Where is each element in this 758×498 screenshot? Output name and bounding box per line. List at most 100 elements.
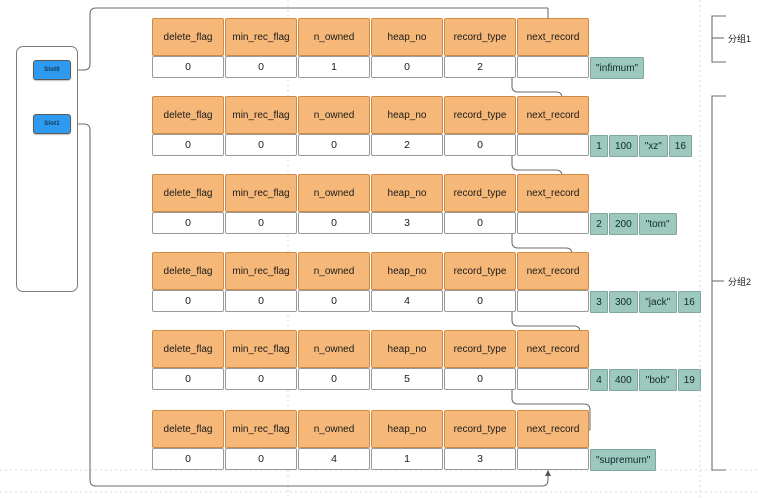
column-header-record-type: record_type: [444, 174, 516, 212]
value-record-type: 3: [444, 448, 516, 470]
value-next-record: [517, 290, 589, 312]
column-header-n-owned: n_owned: [298, 18, 370, 56]
column-header-next-record: next_record: [517, 174, 589, 212]
record-payload: "supremum": [590, 449, 657, 471]
slot-1[interactable]: Slot1: [33, 114, 71, 134]
record-payload: "infimum": [590, 57, 645, 79]
value-min-rec-flag: 0: [225, 56, 297, 78]
column-header-n-owned: n_owned: [298, 330, 370, 368]
value-heap-no: 2: [371, 134, 443, 156]
column-header-record-type: record_type: [444, 18, 516, 56]
column-header-heap-no: heap_no: [371, 96, 443, 134]
payload-cell: 2: [590, 213, 608, 235]
column-header-n-owned: n_owned: [298, 96, 370, 134]
value-min-rec-flag: 0: [225, 448, 297, 470]
value-record-type: 0: [444, 290, 516, 312]
value-min-rec-flag: 0: [225, 368, 297, 390]
value-delete-flag: 0: [152, 290, 224, 312]
group-label-2: 分组2: [728, 277, 752, 287]
column-header-next-record: next_record: [517, 330, 589, 368]
value-record-type: 0: [444, 134, 516, 156]
payload-cell: 1: [590, 135, 608, 157]
column-header-min-rec-flag: min_rec_flag: [225, 410, 297, 448]
column-header-heap-no: heap_no: [371, 18, 443, 56]
value-n-owned: 0: [298, 212, 370, 234]
value-delete-flag: 0: [152, 368, 224, 390]
payload-cell: "infimum": [590, 57, 645, 79]
column-header-heap-no: heap_no: [371, 330, 443, 368]
column-header-n-owned: n_owned: [298, 174, 370, 212]
value-heap-no: 1: [371, 448, 443, 470]
value-next-record: [517, 448, 589, 470]
payload-cell: 100: [609, 135, 638, 157]
value-next-record: [517, 134, 589, 156]
column-header-min-rec-flag: min_rec_flag: [225, 174, 297, 212]
column-header-record-type: record_type: [444, 330, 516, 368]
payload-cell: "xz": [638, 135, 668, 157]
column-header-heap-no: heap_no: [371, 174, 443, 212]
payload-cell: 16: [677, 291, 701, 313]
value-record-type: 0: [444, 212, 516, 234]
column-header-delete-flag: delete_flag: [152, 252, 224, 290]
slot-0[interactable]: Slot0: [33, 60, 71, 80]
value-heap-no: 5: [371, 368, 443, 390]
column-header-min-rec-flag: min_rec_flag: [225, 330, 297, 368]
value-next-record: [517, 368, 589, 390]
value-record-type: 0: [444, 368, 516, 390]
column-header-record-type: record_type: [444, 252, 516, 290]
column-header-record-type: record_type: [444, 96, 516, 134]
payload-cell: 400: [609, 369, 638, 391]
column-header-min-rec-flag: min_rec_flag: [225, 18, 297, 56]
value-delete-flag: 0: [152, 448, 224, 470]
column-header-next-record: next_record: [517, 96, 589, 134]
payload-cell: 19: [677, 369, 701, 391]
column-header-heap-no: heap_no: [371, 410, 443, 448]
value-heap-no: 3: [371, 212, 443, 234]
group-label-1: 分组1: [728, 34, 752, 44]
value-next-record: [517, 56, 589, 78]
column-header-min-rec-flag: min_rec_flag: [225, 252, 297, 290]
column-header-delete-flag: delete_flag: [152, 96, 224, 134]
value-heap-no: 4: [371, 290, 443, 312]
value-n-owned: 4: [298, 448, 370, 470]
column-header-next-record: next_record: [517, 410, 589, 448]
column-header-next-record: next_record: [517, 252, 589, 290]
payload-cell: 200: [609, 213, 638, 235]
payload-cell: 300: [609, 291, 638, 313]
column-header-delete-flag: delete_flag: [152, 18, 224, 56]
value-delete-flag: 0: [152, 212, 224, 234]
column-header-n-owned: n_owned: [298, 252, 370, 290]
payload-cell: 3: [590, 291, 608, 313]
value-n-owned: 0: [298, 290, 370, 312]
slot-0-label: Slot0: [44, 67, 60, 73]
value-n-owned: 0: [298, 368, 370, 390]
value-n-owned: 0: [298, 134, 370, 156]
column-header-next-record: next_record: [517, 18, 589, 56]
value-n-owned: 1: [298, 56, 370, 78]
payload-cell: 16: [668, 135, 692, 157]
payload-cell: "supremum": [590, 449, 657, 471]
value-record-type: 2: [444, 56, 516, 78]
slot-1-label: Slot1: [44, 121, 60, 127]
